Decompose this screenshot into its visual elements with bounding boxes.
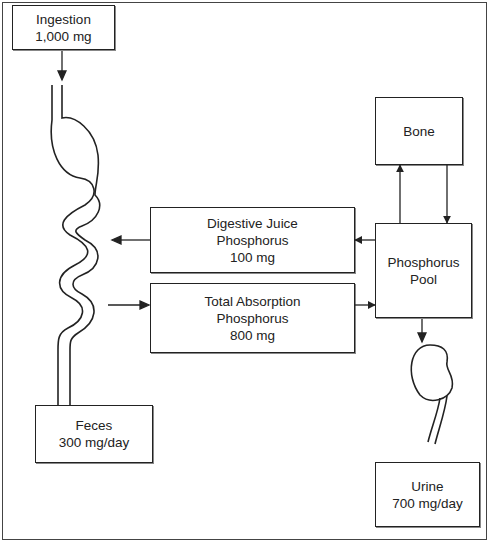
arrow-head: [112, 236, 121, 244]
arrow-line: [421, 318, 422, 334]
arrow-line: [108, 304, 141, 305]
box-value: 1,000 mg: [35, 28, 91, 45]
tract-wall: [51, 85, 94, 405]
flow-arrow: [446, 165, 447, 223]
flow-arrow: [399, 165, 400, 223]
layout-arrows: [58, 50, 426, 342]
box-label: Bone: [403, 123, 435, 140]
flow-box: Digestive Juice Phosphorus100 mg: [150, 207, 355, 273]
arrow-head: [418, 333, 426, 342]
box-label: Digestive Juice Phosphorus: [185, 215, 320, 249]
ureter-line: [428, 398, 440, 442]
flow-box: Ingestion1,000 mg: [12, 5, 115, 50]
box-value: 700 mg/day: [392, 495, 463, 512]
box-value: 100 mg: [230, 249, 275, 266]
arrow-line: [61, 50, 62, 72]
box-label: Feces: [76, 417, 113, 434]
box-label: Ingestion: [36, 11, 91, 28]
kidney-symbol: [411, 345, 452, 444]
flow-box: Urine700 mg/day: [375, 462, 480, 527]
figure-frame: [3, 3, 487, 540]
arrow-line: [120, 239, 150, 240]
flow-box: Bone: [375, 97, 463, 165]
arrow-head: [58, 71, 66, 80]
flow-arrow: [355, 304, 375, 305]
flow-box: Phosphorus Pool: [375, 223, 472, 318]
box-label: Phosphorus Pool: [376, 254, 471, 288]
flow-box: Feces300 mg/day: [35, 405, 153, 463]
digestive-tract: [51, 85, 99, 405]
arrow-head: [140, 301, 149, 309]
tract-wall: [62, 85, 100, 405]
box-value: 300 mg/day: [59, 434, 130, 451]
box-label: Total Absorption Phosphorus: [185, 293, 320, 327]
flow-arrow: [355, 239, 375, 240]
flow-box: Total Absorption Phosphorus800 mg: [150, 283, 355, 353]
box-label: Urine: [411, 478, 443, 495]
ureter-line: [435, 396, 447, 444]
box-value: 800 mg: [230, 327, 275, 344]
kidney-outline: [411, 345, 452, 400]
